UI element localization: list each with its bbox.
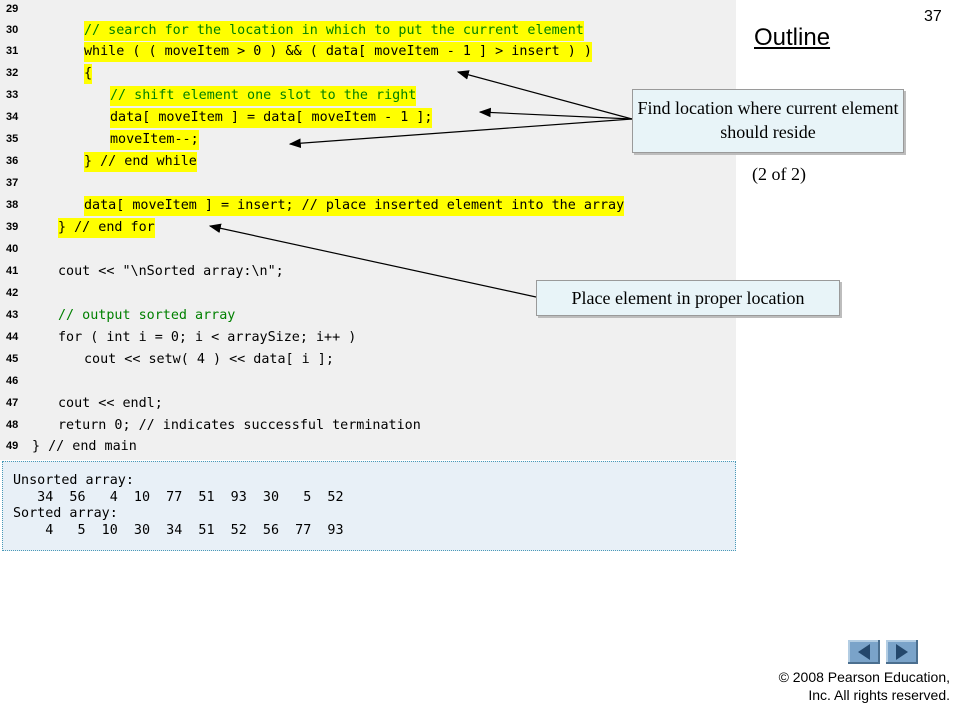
output-line: Sorted array: xyxy=(13,506,118,521)
line-number: 36 xyxy=(6,155,19,167)
code-line-44: 44 for ( int i = 0; i < arraySize; i++ ) xyxy=(0,328,736,349)
code-text: cout << setw( 4 ) << data[ i ]; xyxy=(84,352,334,367)
code-line-48: 48 return 0; // indicates successful ter… xyxy=(0,416,736,437)
page-indicator: (2 of 2) xyxy=(752,164,806,184)
line-number: 29 xyxy=(6,3,19,15)
program-output: Unsorted array: 34 56 4 10 77 51 93 30 5… xyxy=(2,461,736,551)
triangle-right-icon xyxy=(896,644,908,660)
code-line-33: 33 // shift element one slot to the righ… xyxy=(0,86,736,107)
code-text: data[ moveItem ] = data[ moveItem - 1 ]; xyxy=(110,108,433,128)
next-slide-button[interactable] xyxy=(886,640,918,664)
code-line-30: 30 // search for the location in which t… xyxy=(0,21,736,42)
code-line-29: 29 xyxy=(0,0,736,21)
output-line: 4 5 10 30 34 51 52 56 77 93 xyxy=(13,523,344,538)
code-text: // shift element one slot to the right xyxy=(110,86,417,106)
line-number: 37 xyxy=(6,177,19,189)
code-text: } // end for xyxy=(58,218,155,238)
code-text: cout << endl; xyxy=(58,396,163,411)
code-line-45: 45 cout << setw( 4 ) << data[ i ]; xyxy=(0,350,736,371)
code-line-47: 47 cout << endl; xyxy=(0,394,736,415)
code-text: // search for the location in which to p… xyxy=(84,21,584,41)
line-number: 49 xyxy=(6,440,19,452)
code-line-34: 34 data[ moveItem ] = data[ moveItem - 1… xyxy=(0,108,736,129)
line-number: 38 xyxy=(6,199,19,211)
code-line-37: 37 xyxy=(0,174,736,195)
code-line-43: 43 // output sorted array xyxy=(0,306,736,327)
code-text: data[ moveItem ] = insert; // place inse… xyxy=(84,196,625,216)
line-number: 31 xyxy=(6,45,19,57)
code-line-39: 39 } // end for xyxy=(0,218,736,239)
copyright-notice: © 2008 Pearson Education, Inc. All right… xyxy=(740,668,950,704)
code-line-46: 46 xyxy=(0,372,736,393)
code-line-31: 31 while ( ( moveItem > 0 ) && ( data[ m… xyxy=(0,42,736,63)
line-number: 44 xyxy=(6,331,19,343)
code-text: for ( int i = 0; i < arraySize; i++ ) xyxy=(58,330,357,345)
line-number: 40 xyxy=(6,243,19,255)
code-text: moveItem--; xyxy=(110,130,199,150)
output-line: Unsorted array: xyxy=(13,473,134,488)
line-number: 47 xyxy=(6,397,19,409)
code-text: cout << "\nSorted array:\n"; xyxy=(58,264,284,279)
line-number: 41 xyxy=(6,265,19,277)
line-number: 35 xyxy=(6,133,19,145)
copyright-line: Inc. All rights reserved. xyxy=(808,687,950,703)
code-line-38: 38 data[ moveItem ] = insert; // place i… xyxy=(0,196,736,217)
line-number: 48 xyxy=(6,419,19,431)
code-line-42: 42 xyxy=(0,284,736,305)
line-number: 45 xyxy=(6,353,19,365)
line-number: 30 xyxy=(6,24,19,36)
line-number: 43 xyxy=(6,309,19,321)
code-line-32: 32 { xyxy=(0,64,736,85)
output-line: 34 56 4 10 77 51 93 30 5 52 xyxy=(13,490,344,505)
line-number: 34 xyxy=(6,111,19,123)
slide-number: 37 xyxy=(924,8,942,25)
code-line-40: 40 xyxy=(0,240,736,261)
code-line-49: 49 } // end main xyxy=(0,437,736,458)
outline-title[interactable]: Outline xyxy=(754,24,831,51)
code-line-35: 35 moveItem--; xyxy=(0,130,736,151)
callout-place-element: Place element in proper location xyxy=(536,280,840,316)
previous-slide-button[interactable] xyxy=(848,640,880,664)
line-number: 32 xyxy=(6,67,19,79)
code-text: } // end while xyxy=(84,152,197,172)
code-text: return 0; // indicates successful termin… xyxy=(58,418,421,433)
code-listing: 29 30 // search for the location in whic… xyxy=(0,0,736,460)
line-number: 39 xyxy=(6,221,19,233)
code-text: while ( ( moveItem > 0 ) && ( data[ move… xyxy=(84,42,592,62)
code-line-36: 36 } // end while xyxy=(0,152,736,173)
copyright-line: © 2008 Pearson Education, xyxy=(778,669,950,685)
line-number: 42 xyxy=(6,287,19,299)
code-text: } // end main xyxy=(32,439,137,454)
line-number: 46 xyxy=(6,375,19,387)
code-text: { xyxy=(84,64,93,84)
line-number: 33 xyxy=(6,89,19,101)
callout-find-location: Find location where current element shou… xyxy=(632,89,904,153)
triangle-left-icon xyxy=(858,644,870,660)
code-text: // output sorted array xyxy=(58,308,236,323)
